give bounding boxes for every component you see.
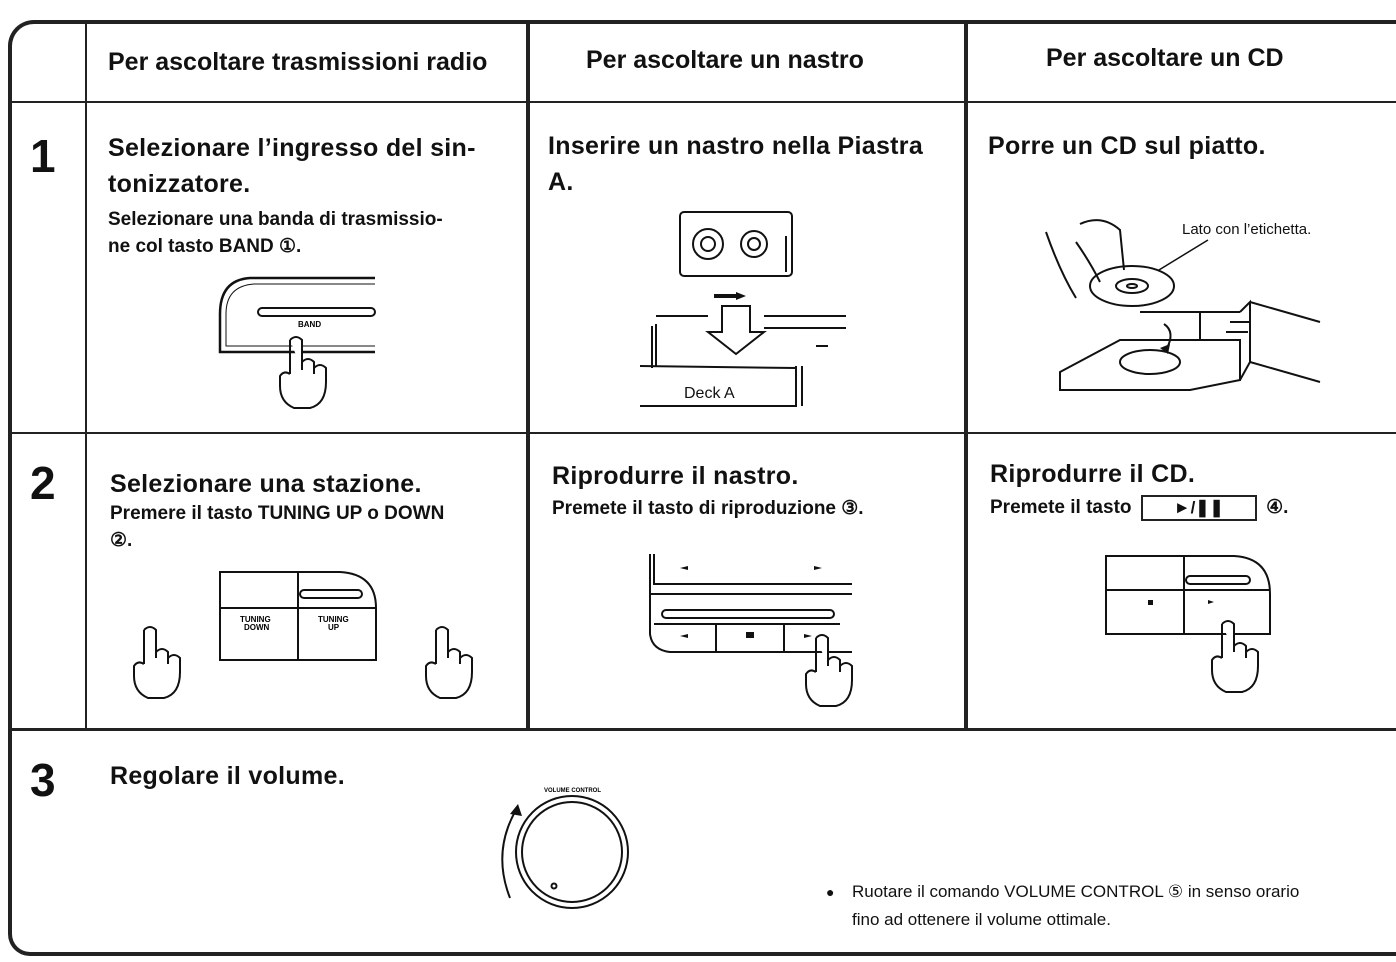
step1-cd-title: Porre un CD sul piatto. xyxy=(988,132,1266,160)
step3-note-line1-row: ● Ruotare il comando VOLUME CONTROL ⑤ in… xyxy=(826,878,1386,906)
tuning-up-label-line1: TUNING xyxy=(318,615,349,624)
step1-radio-title-line1: Selezionare l’ingresso del sin- xyxy=(108,134,476,162)
step1-radio-detail: Selezionare una banda di trasmissio- ne … xyxy=(108,206,518,260)
tape-cd-divider xyxy=(964,22,968,730)
step2-cd-detail: Premete il tasto ►/❚❚ ④. xyxy=(990,494,1390,521)
row2-divider xyxy=(12,728,1396,731)
deck-a-label: Deck A xyxy=(684,385,735,402)
pointing-hand-right-icon xyxy=(425,626,473,699)
pointing-hand-icon xyxy=(279,336,327,409)
heading-cd: Per ascoltare un CD xyxy=(1046,44,1284,72)
cd-play-illustration xyxy=(1104,554,1284,694)
band-label: BAND xyxy=(298,320,321,329)
step2-radio-detail-line2: ②. xyxy=(110,530,133,551)
step1-tape-title-line1: Inserire un nastro nella Piastra xyxy=(548,132,924,160)
step1-tape-title-line2: A. xyxy=(548,168,574,196)
pointing-hand-icon xyxy=(805,634,853,707)
step-number-2: 2 xyxy=(30,457,56,509)
step2-cd-detail-prefix: Premete il tasto xyxy=(990,497,1132,518)
step-number-1: 1 xyxy=(30,130,56,182)
step3-note-line2: fino ad ottenere il volume ottimale. xyxy=(852,910,1111,929)
cd-tray-illustration: Lato con l’etichetta. xyxy=(1040,212,1330,412)
volume-control-label: VOLUME CONTROL xyxy=(544,788,601,794)
step2-tape-title: Riprodurre il nastro. xyxy=(552,462,799,490)
step1-radio-title: Selezionare l’ingresso del sin- tonizzat… xyxy=(108,130,518,202)
step2-radio-detail-line1: Premere il tasto TUNING UP o DOWN xyxy=(110,503,445,524)
cd-disc-icon xyxy=(1089,265,1175,307)
step3-note: ● Ruotare il comando VOLUME CONTROL ⑤ in… xyxy=(826,878,1386,934)
step-number-3: 3 xyxy=(30,754,56,806)
step2-radio-detail: Premere il tasto TUNING UP o DOWN ②. xyxy=(110,500,520,554)
pointing-hand-left-icon xyxy=(133,626,181,699)
number-column-divider xyxy=(85,22,87,730)
step2-radio-title: Selezionare una stazione. xyxy=(110,470,422,498)
hand-holding-disc-icon xyxy=(1045,219,1125,299)
tape-play-illustration xyxy=(640,554,853,714)
cassette-icon xyxy=(679,211,793,277)
step3-title: Regolare il volume. xyxy=(110,762,345,790)
heading-radio: Per ascoltare trasmissioni radio xyxy=(108,48,488,76)
step1-radio-title-line2: tonizzatore. xyxy=(108,170,251,198)
radio-tape-divider xyxy=(526,22,530,730)
step1-tape-title: Inserire un nastro nella Piastra A. xyxy=(548,128,958,200)
tuning-down-label-line1: TUNING xyxy=(240,615,271,624)
bullet-dot-icon: ● xyxy=(826,884,835,900)
page-frame xyxy=(8,20,1396,956)
row1-divider xyxy=(12,432,1396,434)
step2-cd-title: Riprodurre il CD. xyxy=(990,460,1196,488)
volume-knob-illustration: VOLUME CONTROL xyxy=(490,780,650,910)
tuning-up-label-line2: UP xyxy=(328,623,340,632)
step1-radio-detail-line2: ne col tasto BAND ①. xyxy=(108,236,302,257)
step2-tape-detail: Premete il tasto di riproduzione ③. xyxy=(552,498,864,519)
step3-note-line1: Ruotare il comando VOLUME CONTROL ⑤ in s… xyxy=(852,882,1300,901)
step2-cd-detail-suffix: ④. xyxy=(1266,497,1289,518)
band-button-illustration: BAND xyxy=(210,274,380,424)
tuning-buttons-illustration: TUNING DOWN TUNING UP xyxy=(130,568,490,708)
cd-tray-icon xyxy=(1059,299,1321,391)
down-arrow-icon xyxy=(705,305,767,356)
play-pause-button-symbol: ►/❚❚ xyxy=(1140,494,1257,521)
tuning-down-label-line2: DOWN xyxy=(244,623,270,632)
heading-tape: Per ascoltare un nastro xyxy=(586,46,864,74)
step1-radio-detail-line1: Selezionare una banda di trasmissio- xyxy=(108,209,443,230)
volume-knob-icon xyxy=(501,795,629,909)
pointing-hand-icon xyxy=(1211,620,1259,693)
header-divider xyxy=(12,101,1396,103)
cassette-insert-illustration: Deck A xyxy=(636,206,848,407)
label-side-callout: Lato con l’etichetta. xyxy=(1182,221,1311,238)
